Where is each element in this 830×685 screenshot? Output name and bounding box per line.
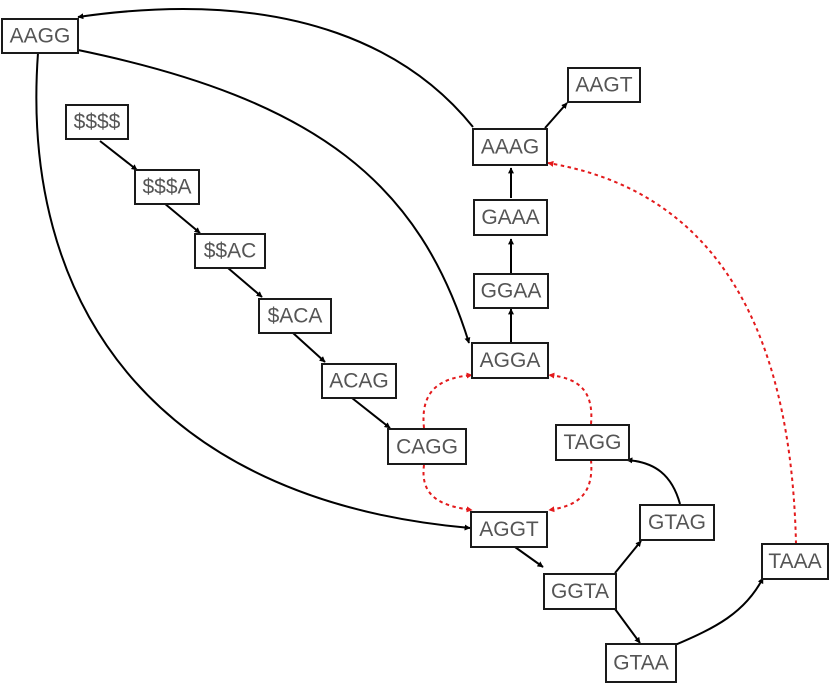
node-label: GTAA	[613, 652, 669, 675]
node-label: GAAA	[481, 206, 539, 229]
node-label: ACAG	[329, 370, 389, 393]
edge-ggta-gtaa	[614, 608, 641, 644]
edge-aagg-aggt	[35, 52, 471, 531]
edge-ggta-gtag	[614, 540, 642, 574]
edge-taaa-aaag	[547, 160, 797, 545]
node-d4[interactable]: $$$$	[65, 104, 129, 140]
node-label: AGGT	[479, 518, 539, 541]
node-label: TAGG	[564, 431, 622, 454]
edge-gtaa-taaa	[674, 577, 764, 646]
node-cagg[interactable]: CAGG	[387, 428, 467, 465]
edge-aaag-aagg	[77, 8, 474, 128]
node-label: AAGG	[10, 25, 71, 48]
edge-aggt-ggta	[514, 546, 544, 568]
node-label: $ACA	[268, 305, 323, 328]
node-tagg[interactable]: TAGG	[555, 424, 630, 461]
node-label: GGAA	[481, 280, 542, 303]
node-label: GGTA	[551, 580, 609, 603]
edge-d4-d3a	[99, 140, 138, 171]
node-label: GTAG	[648, 511, 706, 534]
node-agga[interactable]: AGGA	[471, 342, 549, 379]
edge-tagg-aggt	[548, 459, 593, 513]
edge-d3a-d2ac	[163, 202, 201, 234]
edge-gtag-tagg	[626, 457, 681, 505]
node-gtag[interactable]: GTAG	[639, 504, 715, 541]
edge-cagg-aggt	[422, 464, 473, 513]
node-label: $$$$	[74, 111, 121, 134]
node-label: AAAG	[481, 136, 539, 159]
node-label: CAGG	[396, 436, 458, 459]
edge-aaag-aagt	[544, 102, 568, 129]
edge-acag-cagg	[351, 397, 391, 429]
edges-solid	[35, 8, 764, 646]
node-gtaa[interactable]: GTAA	[605, 643, 677, 683]
node-aggt[interactable]: AGGT	[470, 511, 548, 548]
node-aagt[interactable]: AAGT	[567, 67, 641, 103]
node-label: $$$A	[142, 176, 191, 199]
node-acag[interactable]: ACAG	[321, 363, 397, 399]
node-gaaa[interactable]: GAAA	[473, 199, 548, 236]
node-label: AGGA	[480, 349, 541, 372]
node-d1aca[interactable]: $ACA	[258, 298, 332, 334]
edge-tagg-agga	[548, 372, 593, 425]
edge-aagg-agga	[77, 49, 471, 344]
edge-cagg-agga	[422, 372, 473, 429]
node-aaag[interactable]: AAAG	[472, 128, 548, 166]
edge-d2ac-d1aca	[227, 267, 263, 298]
node-aagg[interactable]: AAGG	[1, 18, 79, 54]
node-taaa[interactable]: TAAA	[761, 543, 829, 580]
edge-d1aca-acag	[292, 332, 326, 363]
node-label: TAAA	[768, 550, 821, 573]
node-d3a[interactable]: $$$A	[134, 169, 200, 205]
node-d2ac[interactable]: $$AC	[194, 233, 266, 269]
node-ggaa[interactable]: GGAA	[473, 273, 549, 309]
node-ggta[interactable]: GGTA	[543, 573, 617, 610]
edges-dashed	[422, 160, 797, 545]
node-label: $$AC	[204, 240, 257, 263]
node-label: AAGT	[575, 74, 632, 97]
